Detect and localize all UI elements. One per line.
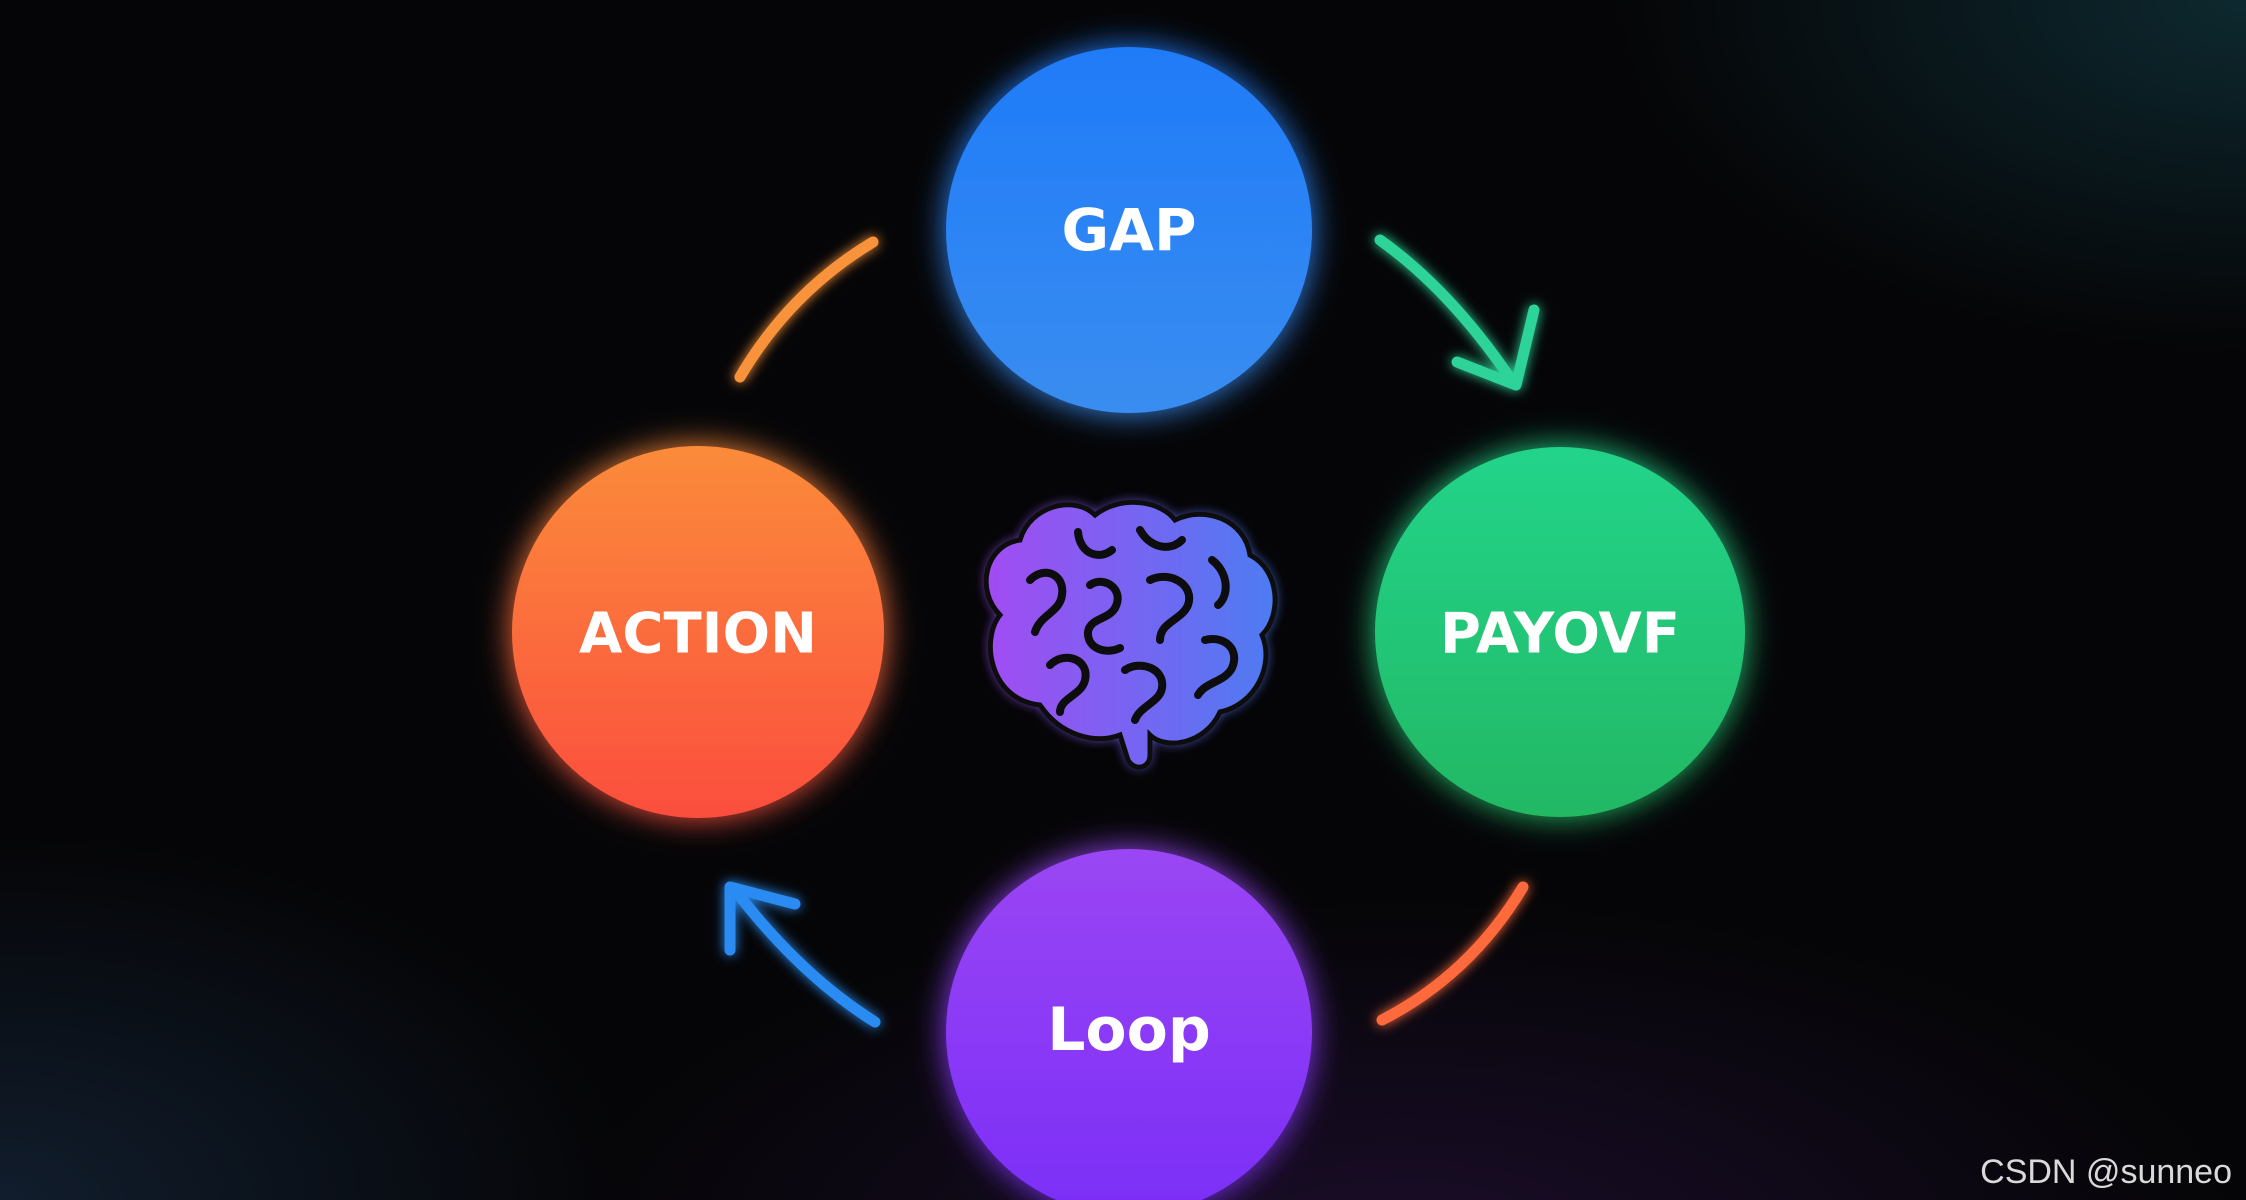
node-action: ACTION — [512, 446, 884, 818]
arrow-action-to-gap — [734, 236, 879, 383]
watermark: CSDN @sunneo — [1980, 1153, 2232, 1191]
arrow-payoff-to-loop — [1376, 881, 1529, 1026]
arrow-gap-to-payoff — [1374, 234, 1540, 391]
node-loop-label: Loop — [1047, 995, 1211, 1065]
arrow-loop-to-action — [724, 881, 881, 1028]
node-payoff-label: PAYOVF — [1440, 602, 1680, 667]
node-gap-label: GAP — [1061, 196, 1196, 264]
node-action-label: ACTION — [579, 602, 817, 667]
brain-icon — [983, 499, 1278, 770]
node-gap: GAP — [946, 47, 1312, 413]
node-payoff: PAYOVF — [1375, 447, 1745, 817]
node-loop: Loop — [946, 849, 1312, 1200]
